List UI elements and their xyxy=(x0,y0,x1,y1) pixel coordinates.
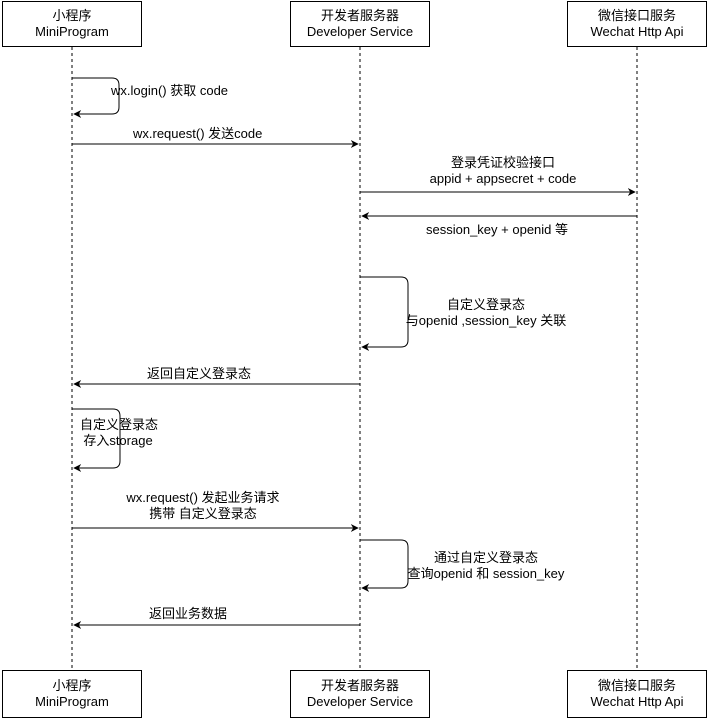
participant-name-cn: 微信接口服务 xyxy=(597,8,676,23)
participant-wx-top: 微信接口服务 Wechat Http Api xyxy=(567,1,707,47)
participant-name-cn: 开发者服务器 xyxy=(320,678,399,693)
self-arrow-storage xyxy=(72,408,121,472)
self-arrow-custom-state xyxy=(360,276,409,351)
message-line: 通过自定义登录态 xyxy=(433,550,538,565)
message-line: 与openid ,session_key 关联 xyxy=(405,313,567,328)
participant-dev-bottom: 开发者服务器 Developer Service xyxy=(290,670,430,718)
participant-name-en: Developer Service xyxy=(306,24,414,39)
message-label-session-key: session_key + openid 等 xyxy=(426,222,569,237)
message-label-query: 通过自定义登录态 查询openid 和 session_key xyxy=(386,550,586,582)
message-label-custom-state: 自定义登录态 与openid ,session_key 关联 xyxy=(386,297,586,329)
participant-name-en: Developer Service xyxy=(306,694,414,709)
message-line: 存入storage xyxy=(83,433,153,448)
participant-name-en: Wechat Http Api xyxy=(590,24,684,39)
message-label-return-data: 返回业务数据 xyxy=(149,606,228,621)
message-line: 查询openid 和 session_key xyxy=(407,566,565,581)
participant-name-en: Wechat Http Api xyxy=(590,694,684,709)
message-line: wx.request() 发起业务请求 xyxy=(126,490,280,505)
participant-mini-bottom: 小程序 MiniProgram xyxy=(2,670,142,718)
message-line: 自定义登录态 xyxy=(80,417,159,432)
message-line: 登录凭证校验接口 xyxy=(450,155,555,170)
participant-dev-top: 开发者服务器 Developer Service xyxy=(290,1,430,47)
participant-name-en: MiniProgram xyxy=(35,694,109,709)
participant-name-en: MiniProgram xyxy=(35,24,109,39)
participant-name-cn: 开发者服务器 xyxy=(320,8,399,23)
self-arrow-login xyxy=(72,77,120,118)
participant-mini-top: 小程序 MiniProgram xyxy=(2,1,142,47)
participant-wx-bottom: 微信接口服务 Wechat Http Api xyxy=(567,670,707,718)
participant-name-cn: 小程序 xyxy=(52,8,92,23)
participant-name-cn: 微信接口服务 xyxy=(597,678,676,693)
message-line: 携带 自定义登录态 xyxy=(149,506,257,521)
message-label-business-request: wx.request() 发起业务请求 携带 自定义登录态 xyxy=(100,490,306,522)
message-line: appid + appsecret + code xyxy=(429,171,577,186)
message-label-return-state: 返回自定义登录态 xyxy=(147,366,252,381)
message-label-storage: 自定义登录态 存入storage xyxy=(80,417,159,449)
message-label-send-code: wx.request() 发送code xyxy=(133,126,263,141)
self-arrow-query xyxy=(360,539,409,592)
participant-name-cn: 小程序 xyxy=(52,678,92,693)
message-label-verify: 登录凭证校验接口 appid + appsecret + code xyxy=(400,155,606,187)
message-line: 自定义登录态 xyxy=(446,297,525,312)
message-label-login: wx.login() 获取 code xyxy=(111,83,229,98)
